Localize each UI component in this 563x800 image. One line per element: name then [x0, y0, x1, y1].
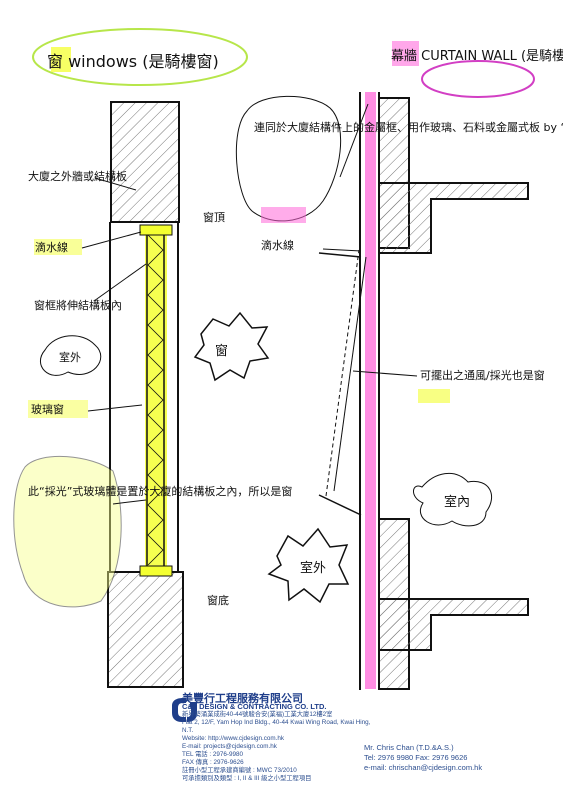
note-top: 窗頂: [203, 210, 225, 224]
note-connected: 連同於大廈結構件上的金屬框、用作玻璃、石料或金屬式板 by “幕牆”: [254, 120, 563, 134]
website: Website: http://www.cjdesign.com.hk: [182, 735, 285, 742]
note-fixed-glass: 此“採光”式玻璃體是置於大廈的結構板之內，所以是窗: [28, 484, 292, 498]
lower-floor-slab: [378, 598, 529, 651]
contact-name: Mr. Chris Chan (T.D.&A.S.): [364, 743, 454, 752]
lower-slab: [107, 571, 184, 688]
note-left-waterline: 滴水線: [35, 240, 68, 254]
company-name-cn: 美豐行工程服務有限公司: [182, 693, 303, 705]
right-title-oval: [421, 60, 535, 98]
note-openable: 可擺出之通風/採光也是窗: [420, 368, 545, 382]
company-logo: [172, 698, 197, 722]
fax: FAX 傳真 : 2976-9626: [182, 759, 244, 766]
license-class: 可承擔類別及類型 : I, II & III 級之小型工程項目: [182, 775, 312, 782]
address-cn: 新界葵涌業成街40-44號駿合安(業福)工業大廈12樓2室: [182, 711, 333, 718]
upper-slab: [110, 101, 180, 223]
window-glass-highlight: [145, 228, 167, 571]
note-bottom: 窗底: [207, 593, 229, 607]
note-frame-extend: 窗框將伸結構板內: [34, 298, 122, 312]
left-title-oval: [32, 28, 248, 86]
note-outer-wall: 大廈之外牆或結構板: [28, 169, 127, 183]
email: E-mail: projects@cjdesign.com.hk: [182, 743, 277, 750]
company-contact-block: 美豐行工程服務有限公司 C&J DESIGN & CONTRACTING CO.…: [182, 693, 372, 783]
contact-phone-fax: Tel: 2976 9980 Fax: 2976 9626: [364, 753, 468, 762]
left-title: 窗 windows (是騎樓窗): [47, 52, 219, 71]
note-right-waterline: 滴水線: [261, 238, 294, 252]
right-title: 幕牆 CURTAIN WALL (是騎樓): [391, 49, 563, 64]
note-outdoor: 室外: [300, 560, 326, 576]
contact-email: e-mail: chrischan@cjdesign.com.hk: [364, 763, 483, 772]
note-indoor: 室內: [444, 494, 470, 510]
personal-contact-block: Mr. Chris Chan (T.D.&A.S.) Tel: 2976 998…: [364, 743, 546, 773]
address-en: Flat 2, 12/F, Yam Hop Ind Bldg., 40-44 K…: [182, 719, 371, 734]
upper-floor-slab: [378, 182, 529, 254]
company-name-en: C&J DESIGN & CONTRACTING CO. LTD.: [182, 702, 327, 711]
curtain-wall-highlight: [365, 92, 376, 689]
note-glass-window: 玻璃窗: [31, 402, 64, 416]
phone: TEL 電話 : 2976-9980: [182, 751, 244, 758]
cloud-window-label: 窗: [215, 343, 228, 359]
note-left-outside: 室外: [59, 350, 81, 364]
license-number: 註冊小型工程承建商編號 : MWC 73/2010: [182, 767, 297, 774]
